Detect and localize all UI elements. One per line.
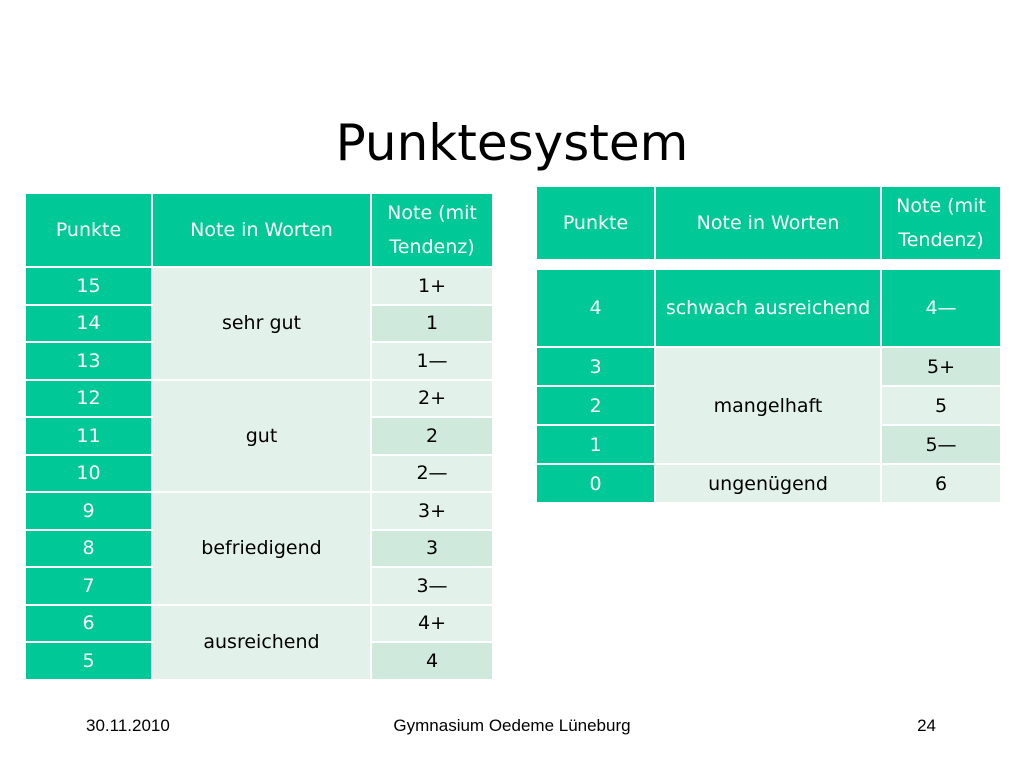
- punkte-cell: 11: [24, 416, 153, 456]
- note-words-cell: mangelhaft: [654, 346, 882, 465]
- tendenz-cell: 1: [370, 303, 494, 343]
- slide-title: Punktesystem: [335, 114, 689, 172]
- grade-table-lower: 4 schwach ausreichend 4— 3 mangelhaft 5+…: [535, 268, 1002, 504]
- header-note-in-worten: Note in Worten: [654, 185, 882, 261]
- table-row: 10 2—: [24, 453, 494, 493]
- tendenz-cell: 2—: [370, 453, 494, 493]
- table-row: 0 ungenügend 6: [535, 463, 1002, 504]
- tendenz-cell: 2+: [370, 378, 494, 418]
- tendenz-cell: 5: [880, 385, 1002, 426]
- tendenz-cell: 4: [370, 641, 494, 681]
- table-row: 8 3: [24, 528, 494, 568]
- punkte-cell: 6: [24, 603, 153, 643]
- punkte-cell: 13: [24, 341, 153, 381]
- note-words-cell: ungenügend: [654, 463, 882, 504]
- header-punkte: Punkte: [535, 185, 656, 261]
- tendenz-cell: 5+: [880, 346, 1002, 387]
- table-row: 3 mangelhaft 5+: [535, 346, 1002, 465]
- tendenz-cell: 1—: [370, 341, 494, 381]
- header-note-mit-tendenz: Note (mit Tendenz): [370, 192, 494, 268]
- punkte-cell: 14: [24, 303, 153, 343]
- table-row: 1 5—: [535, 424, 1002, 465]
- header-row: Punkte Note in Worten Note (mit Tendenz): [535, 185, 1002, 261]
- punkte-cell: 4: [535, 268, 656, 348]
- table-row: 12 gut 2+: [24, 378, 494, 493]
- footer-school: Gymnasium Oedeme Lüneburg: [393, 716, 631, 735]
- table-row: 15 sehr gut 1+: [24, 266, 494, 381]
- table-row: 13 1—: [24, 341, 494, 381]
- header-row: Punkte Note in Worten Note (mit Tendenz): [24, 192, 494, 268]
- punkte-cell: 3: [535, 346, 656, 387]
- table-row: 2 5: [535, 385, 1002, 426]
- note-words-cell: befriedigend: [151, 491, 372, 606]
- tendenz-cell: 2: [370, 416, 494, 456]
- table-row: 9 befriedigend 3+: [24, 491, 494, 606]
- tendenz-cell: 3+: [370, 491, 494, 531]
- header-note-mit-tendenz: Note (mit Tendenz): [880, 185, 1002, 261]
- table-row: 7 3—: [24, 566, 494, 606]
- grade-table-upper: Punkte Note in Worten Note (mit Tendenz)…: [24, 192, 494, 681]
- table-row: 6 ausreichend 4+: [24, 603, 494, 681]
- punkte-cell: 15: [24, 266, 153, 306]
- punkte-cell: 8: [24, 528, 153, 568]
- header-note-in-worten: Note in Worten: [151, 192, 372, 268]
- note-words-cell: sehr gut: [151, 266, 372, 381]
- tendenz-cell: 5—: [880, 424, 1002, 465]
- table-row: 5 4: [24, 641, 494, 681]
- tendenz-cell: 1+: [370, 266, 494, 306]
- punkte-cell: 7: [24, 566, 153, 606]
- footer-date: 30.11.2010: [86, 716, 170, 735]
- punkte-cell: 0: [535, 463, 656, 504]
- punkte-cell: 12: [24, 378, 153, 418]
- table-row: 14 1: [24, 303, 494, 343]
- page-number: 24: [917, 716, 936, 735]
- grade-table-lower-header: Punkte Note in Worten Note (mit Tendenz): [535, 185, 1002, 261]
- note-words-cell: gut: [151, 378, 372, 493]
- punkte-cell: 10: [24, 453, 153, 493]
- tendenz-cell: 6: [880, 463, 1002, 504]
- note-words-cell: schwach ausreichend: [654, 268, 882, 348]
- header-punkte: Punkte: [24, 192, 153, 268]
- punkte-cell: 9: [24, 491, 153, 531]
- tendenz-cell: 4—: [880, 268, 1002, 348]
- tendenz-cell: 4+: [370, 603, 494, 643]
- punkte-cell: 5: [24, 641, 153, 681]
- note-words-cell: ausreichend: [151, 603, 372, 681]
- table-row: 11 2: [24, 416, 494, 456]
- punkte-cell: 2: [535, 385, 656, 426]
- tendenz-cell: 3: [370, 528, 494, 568]
- punkte-cell: 1: [535, 424, 656, 465]
- tendenz-cell: 3—: [370, 566, 494, 606]
- highlight-row: 4 schwach ausreichend 4—: [535, 268, 1002, 348]
